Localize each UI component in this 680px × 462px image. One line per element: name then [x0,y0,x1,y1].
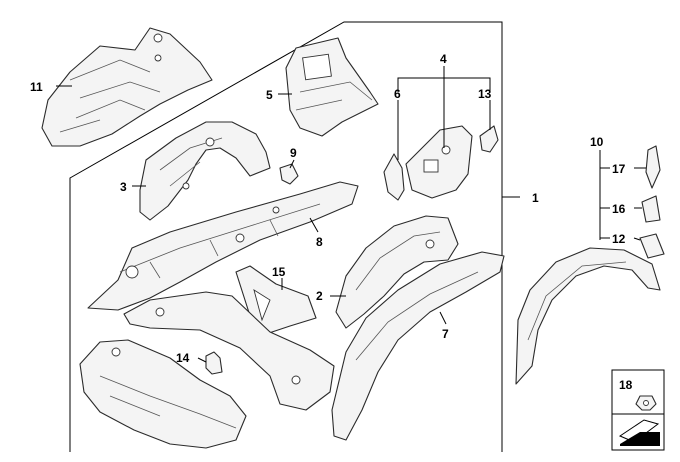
arrow-icon [618,419,660,446]
callout-12: 12 [612,232,626,246]
callout-2: 2 [316,289,323,303]
callout-13: 13 [478,87,492,101]
callout-5: 5 [266,88,273,102]
part-7-side-member [331,251,505,441]
part-2-outer-wheelarch [335,215,459,329]
floor-panel [79,339,247,449]
callout-10: 10 [590,135,604,149]
cross-member-floor-support [123,291,335,411]
callout-4: 4 [440,52,447,66]
leader-12b [633,237,641,241]
leader-7 [439,311,447,325]
part-1-rear-liner [515,247,661,385]
callout-14: 14 [176,351,190,365]
leader-9 [289,159,295,169]
callout-17: 17 [612,162,626,176]
assembly-frame [69,21,503,452]
callout-15: 15 [272,265,286,279]
legend-box: 18 [611,369,665,451]
callout-3: 3 [120,180,127,194]
callout-11: 11 [30,80,43,94]
callout-16: 16 [612,202,626,216]
part-4-bracket-assembly [383,125,499,201]
leader-8 [309,217,319,233]
leader-14 [197,357,207,363]
callout-9: 9 [290,146,297,160]
callout-6: 6 [394,87,401,101]
part-8-longitudinal-member [87,181,359,311]
callout-7: 7 [442,327,449,341]
part-3-inner-wheelarch [139,121,271,221]
part-11-wheelarch-shell [41,27,213,147]
clip-icon [635,395,657,411]
callout-8: 8 [316,235,323,249]
part-17-clip [645,145,661,189]
part-12-bracket [639,233,665,259]
part-16-bracket [641,195,661,223]
part-14-bracket [205,351,223,375]
part-9-clip [279,163,299,185]
legend-label-18: 18 [619,378,633,392]
callout-1: 1 [532,191,539,205]
part-5-box-bracket [285,37,379,137]
